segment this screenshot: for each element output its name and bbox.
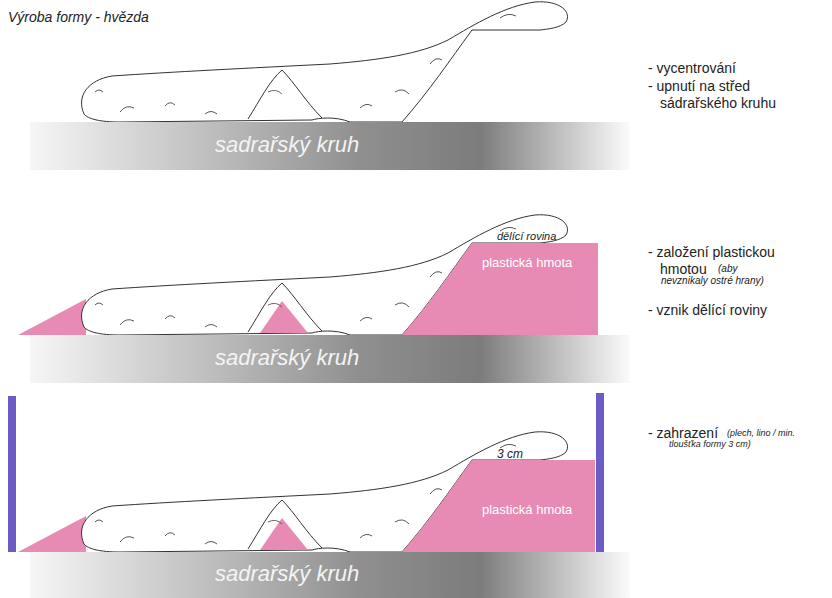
note-label: (plech, lino / min. tloušťka formy 3 cm) bbox=[669, 428, 829, 450]
band-label: sadrařský kruh bbox=[215, 132, 359, 158]
mass-label: plastická hmota bbox=[482, 502, 572, 517]
band-label: sadrařský kruh bbox=[215, 345, 359, 371]
note-label: - vycentrování bbox=[648, 60, 818, 77]
plaster-wheel-band: sadrařský kruh bbox=[30, 335, 630, 383]
plastic-mass: plastická hmota bbox=[398, 460, 595, 552]
wall bbox=[596, 393, 604, 552]
band-label: sadrařský kruh bbox=[215, 561, 359, 587]
note-label: - upnutí na střed sádrařského kruhu bbox=[648, 78, 820, 112]
plaster-wheel-band: sadrařský kruh bbox=[30, 552, 630, 598]
plaster-wheel-band: sadrařský kruh bbox=[30, 122, 630, 170]
note-label: (aby nevznikaly ostré hrany) bbox=[661, 263, 773, 287]
wall bbox=[8, 396, 16, 552]
title: Výroba formy - hvězda bbox=[8, 9, 149, 26]
note-label: - vznik dělící roviny bbox=[648, 302, 823, 319]
note-label: 3 cm bbox=[497, 447, 557, 461]
mass-label: plastická hmota bbox=[482, 255, 572, 270]
note-label: dělící rovina bbox=[497, 230, 597, 243]
plastic-mass: plastická hmota bbox=[398, 243, 598, 335]
